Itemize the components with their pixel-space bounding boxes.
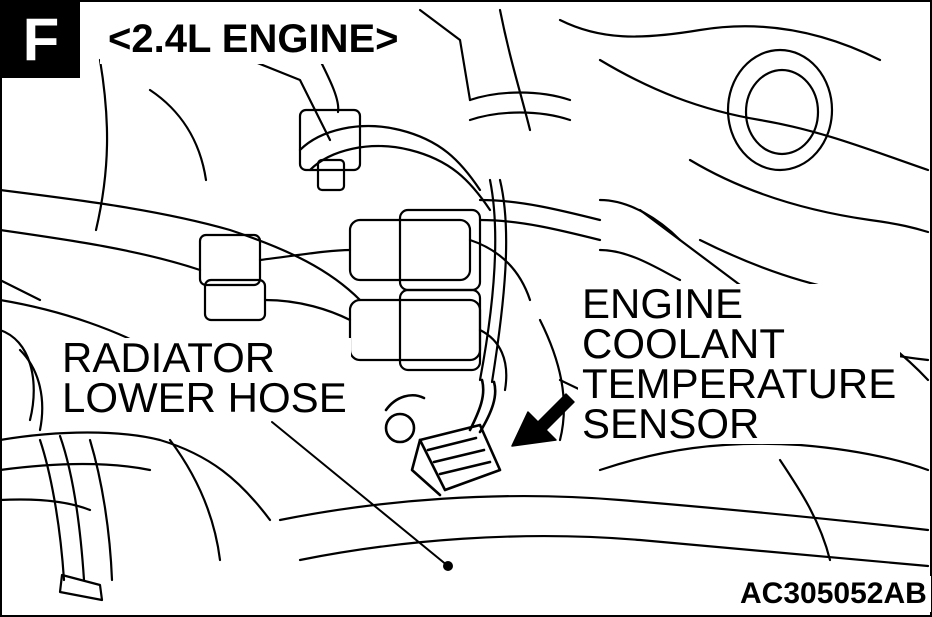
radiator-lower-hose (0, 328, 272, 602)
sensor-label-line-3: TEMPERATURE (582, 360, 897, 407)
sensor-label-line-4: SENSOR (582, 400, 760, 447)
sensor-label-line-2: COOLANT (582, 320, 786, 367)
engine-title: <2.4L ENGINE> (100, 14, 407, 64)
wiring-harness (198, 58, 682, 392)
figure-code: AC305052AB (736, 576, 931, 612)
sensor-connector (384, 378, 502, 497)
radiator-label-line-1: RADIATOR (62, 334, 276, 381)
coolant-sensor-label: ENGINE COOLANT TEMPERATURE SENSOR (578, 280, 901, 447)
figure-letter-badge: F (2, 2, 80, 78)
radiator-label-line-2: LOWER HOSE (62, 374, 347, 421)
radiator-lower-hose-label: RADIATOR LOWER HOSE (58, 334, 351, 421)
sensor-label-line-1: ENGINE (582, 280, 744, 327)
callout-leaders (271, 393, 575, 571)
